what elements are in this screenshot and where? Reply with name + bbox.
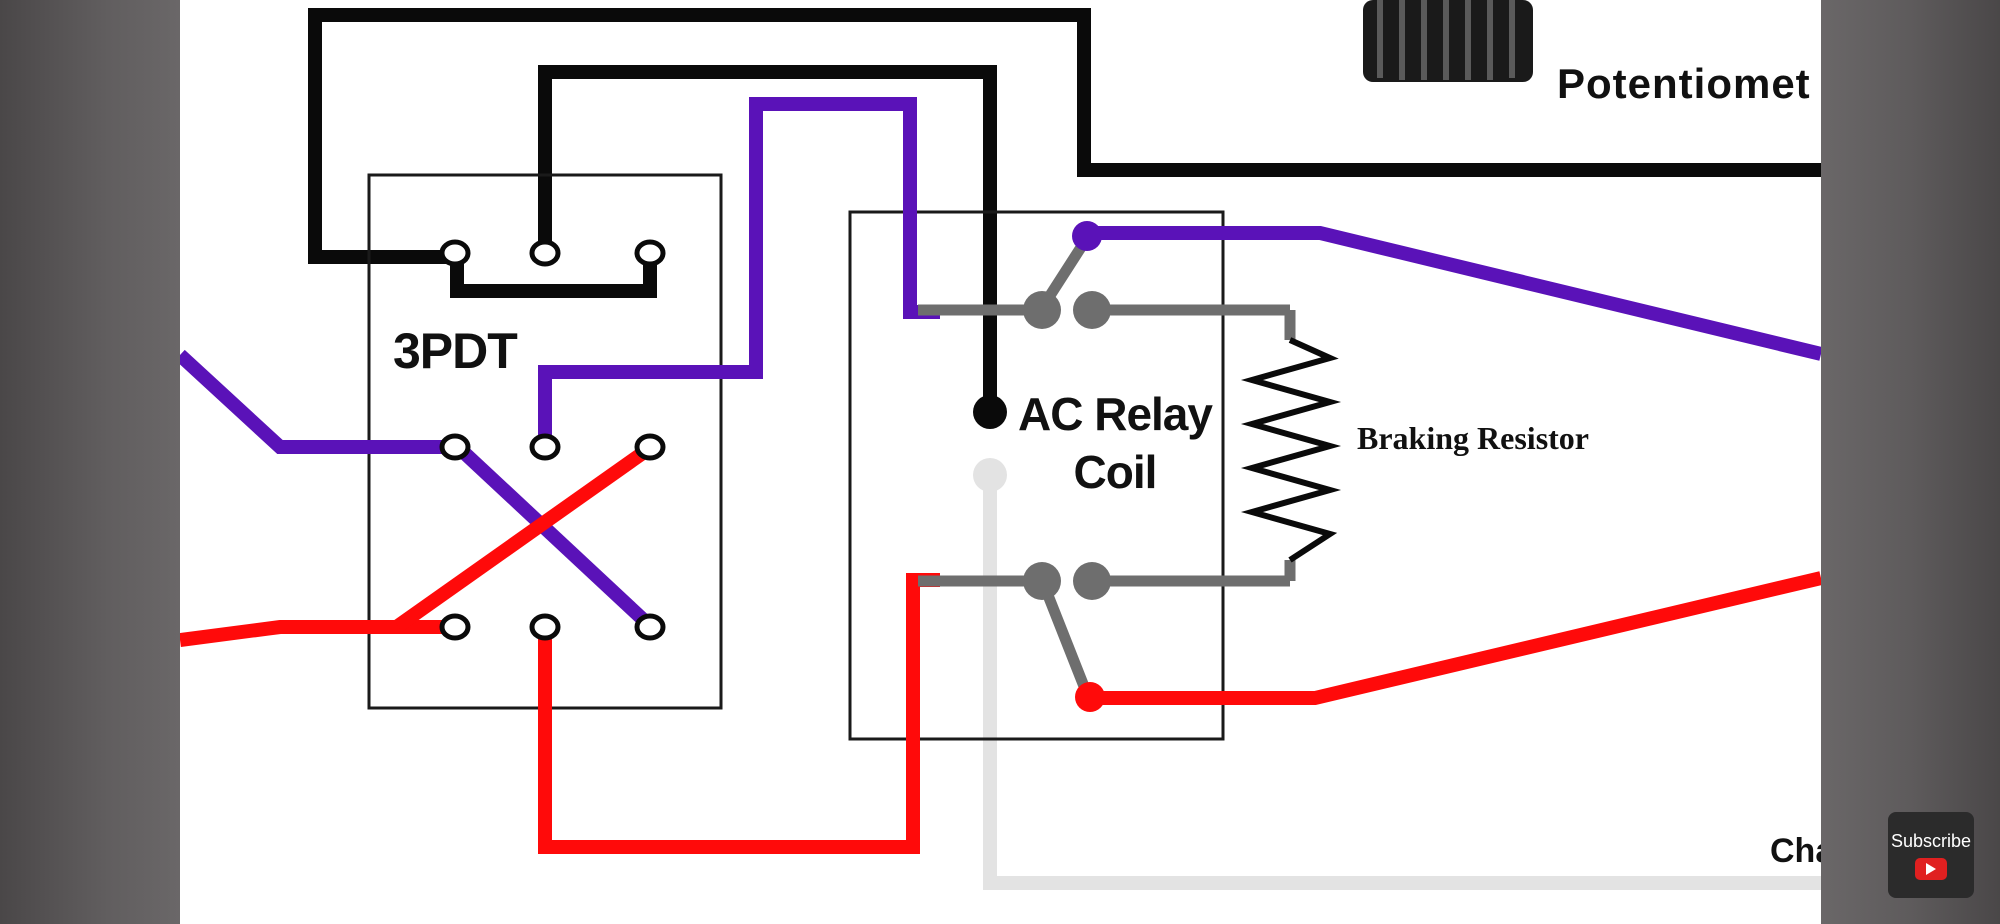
subscribe-label: Subscribe <box>1890 830 1972 851</box>
subscribe-button[interactable]: Subscribe <box>1888 812 1974 898</box>
potentiometer-label: Potentiomet <box>1557 60 1811 107</box>
relay-coil-terminal-dark <box>973 395 1007 429</box>
relay-coil-label: AC Relay Coil <box>1018 385 1213 501</box>
video-frame[interactable]: 3PDT AC Relay Coil Braking Resistor Pote… <box>180 0 1821 924</box>
relay-top-pole-dot <box>1072 221 1102 251</box>
right-letterbox <box>1821 0 2000 924</box>
wiring-diagram <box>180 0 1821 890</box>
relay-label-line1: AC Relay <box>1018 388 1213 440</box>
relay-contacts <box>918 235 1296 697</box>
light-gray-wire <box>983 475 1821 890</box>
relay-contact-dots <box>1023 291 1111 600</box>
cropped-label: Cha <box>1770 832 1821 870</box>
youtube-play-icon <box>1915 857 1947 880</box>
relay-coil-terminal-light <box>973 458 1007 492</box>
switch-label: 3PDT <box>393 323 518 379</box>
resistor-label: Braking Resistor <box>1357 420 1589 456</box>
resistor-zigzag-icon <box>1240 337 1342 563</box>
black-wires <box>308 8 1821 410</box>
relay-box <box>848 210 1225 741</box>
purple-wires <box>180 97 1821 632</box>
left-letterbox <box>0 0 180 924</box>
switch-terminals <box>439 239 666 641</box>
potentiometer-knob-icon <box>1363 0 1533 82</box>
relay-bottom-pole-dot <box>1075 682 1105 712</box>
relay-label-line2: Coil <box>1073 446 1158 498</box>
red-wires <box>180 444 1821 854</box>
